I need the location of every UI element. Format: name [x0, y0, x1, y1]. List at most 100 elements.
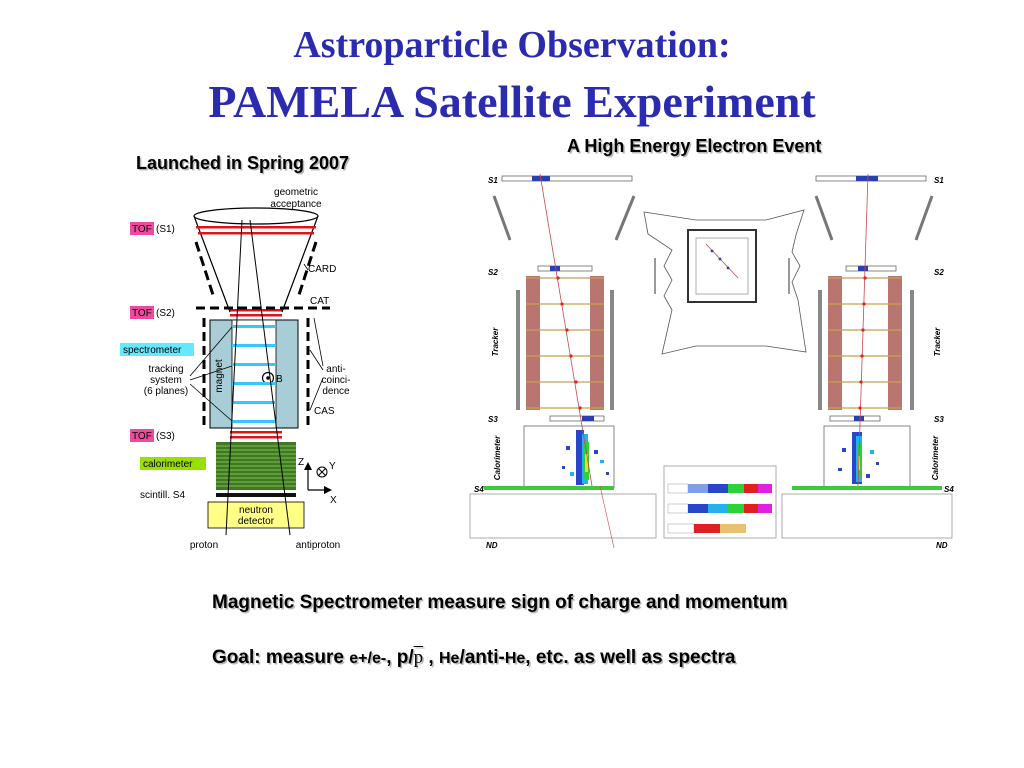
palette-row-3 [667, 523, 746, 534]
tracking-label-3: (6 planes) [144, 386, 188, 397]
neutron-detector-box [207, 501, 305, 529]
scintillator-s4 [216, 493, 296, 497]
tof-s1-label: (S1) [156, 224, 175, 235]
axis-y-label: Y [329, 461, 336, 472]
antiproton-label: antiproton [296, 540, 340, 551]
s3-right-hit [854, 416, 864, 421]
s3-right-label: S3 [934, 415, 944, 424]
shower-left [562, 430, 609, 485]
tof-s2-badge-label: TOF [132, 308, 152, 319]
tof-s1-plane-2 [198, 232, 314, 235]
top-view-cat-2 [788, 258, 790, 294]
anti-pointer-3 [309, 377, 324, 411]
proton-label: proton [190, 540, 218, 551]
anti-pointer-1 [313, 317, 324, 367]
acceptance-ellipse [193, 207, 319, 225]
event-display: S1 S2 Tracker S3 Calorimeter S4 ND [466, 160, 956, 552]
acceptance-label: acceptance [270, 199, 322, 210]
goal-antiproton: p [413, 647, 424, 668]
tof-s2-plane [230, 309, 282, 312]
tracking-label-2: system [150, 375, 182, 386]
goal-suffix: , etc. as well as spectra [525, 647, 736, 668]
slide-title-line1: Astroparticle Observation: [293, 24, 731, 66]
calorimeter-left-box [523, 425, 615, 489]
card-shield-left [194, 241, 216, 299]
anti-pointer-2 [309, 349, 324, 371]
nd-right-box [781, 493, 953, 539]
tof-s2-label: (S2) [156, 308, 175, 319]
card-right-panel-1 [814, 195, 834, 241]
top-view-hits [710, 249, 730, 270]
s2-right-hit [858, 266, 868, 271]
tracking-pointer-1 [189, 326, 233, 377]
anti-label-2: coinci- [322, 375, 351, 386]
nd-left-box [469, 493, 657, 539]
scintill-label: scintill. S4 [140, 490, 185, 501]
track-left-hits [556, 276, 582, 410]
anti-label-3: dence [322, 386, 350, 397]
event-caption: A High Energy Electron Event [567, 136, 822, 156]
magnet-cavity [231, 319, 277, 429]
calorimeter-right-box [823, 425, 911, 489]
nd-right-label: ND [936, 541, 948, 550]
s3-left-label: S3 [488, 415, 498, 424]
anti-label-1: anti- [326, 364, 345, 375]
s1-right-hit [856, 176, 878, 181]
card-left-panel-2 [614, 195, 636, 241]
top-view-frame [643, 209, 807, 355]
cas-left-1 [516, 290, 520, 410]
s4-right-label: S4 [944, 485, 954, 494]
s1-right-label: S1 [934, 176, 944, 185]
neutron-label-1: neutron [239, 505, 273, 516]
launch-caption: Launched in Spring 2007 [136, 153, 350, 173]
tracker-left-mag-1 [526, 276, 540, 410]
tof-s2-badge [130, 306, 154, 319]
goal-anti: /anti- [459, 647, 505, 668]
tof-s3-plane [230, 431, 282, 434]
nd-left-label: ND [486, 541, 498, 550]
tracker-plane-2 [232, 344, 276, 347]
tracker-right-mag-1 [828, 276, 842, 410]
goal-electron: e+/e- [349, 650, 387, 667]
s4-left-bar [484, 486, 614, 490]
s3-left-bar [549, 415, 605, 422]
axis-x-arrow [324, 486, 332, 494]
tracker-left-planes [526, 277, 604, 409]
acceptance-cone-left [193, 215, 231, 313]
tracker-plane-3 [232, 363, 276, 366]
goal-helium: He [439, 650, 460, 667]
tof-s3-label: (S3) [156, 431, 175, 442]
tof-s3-badge [130, 429, 154, 442]
tracking-pointer-3 [189, 383, 233, 422]
cas-label: CAS [314, 406, 335, 417]
s2-left-hit [550, 266, 560, 271]
tracker-right-label: Tracker [933, 327, 942, 357]
antiproton-track [249, 219, 291, 536]
tracker-left-label: Tracker [491, 327, 500, 357]
goal-proton-sep: , p/ [386, 647, 414, 668]
bullet-spectrometer: Magnetic Spectrometer measure sign of ch… [212, 592, 788, 613]
tracker-plane-6 [232, 420, 276, 423]
tof-s1-badge [130, 222, 154, 235]
cas-left-2 [610, 290, 614, 410]
tof-s3-badge-label: TOF [132, 431, 152, 442]
s1-left-bar [501, 175, 633, 182]
s1-left-label: S1 [488, 176, 498, 185]
card-label: CARD [308, 264, 336, 275]
goal-antihelium: He [504, 650, 526, 667]
b-field-dot [266, 376, 270, 380]
goal-prefix: Goal: measure [212, 647, 350, 668]
tof-s3-plane-2 [230, 436, 282, 439]
top-view-cat-1 [654, 258, 656, 294]
spectrometer-badge [120, 343, 194, 356]
spectrometer-label: spectrometer [123, 345, 182, 356]
bullet-goal: Goal: measure e+/e-, p/p , He/anti-He, e… [212, 647, 735, 669]
axis-y-icon [316, 466, 328, 478]
s4-left-label: S4 [474, 485, 484, 494]
s2-right-bar [845, 265, 897, 272]
calorimeter-right-label: Calorimeter [931, 435, 940, 480]
top-view-track [705, 243, 739, 279]
top-view-s2 [687, 229, 757, 303]
cat-label: CAT [310, 296, 329, 307]
tof-s1-plane [196, 226, 316, 229]
